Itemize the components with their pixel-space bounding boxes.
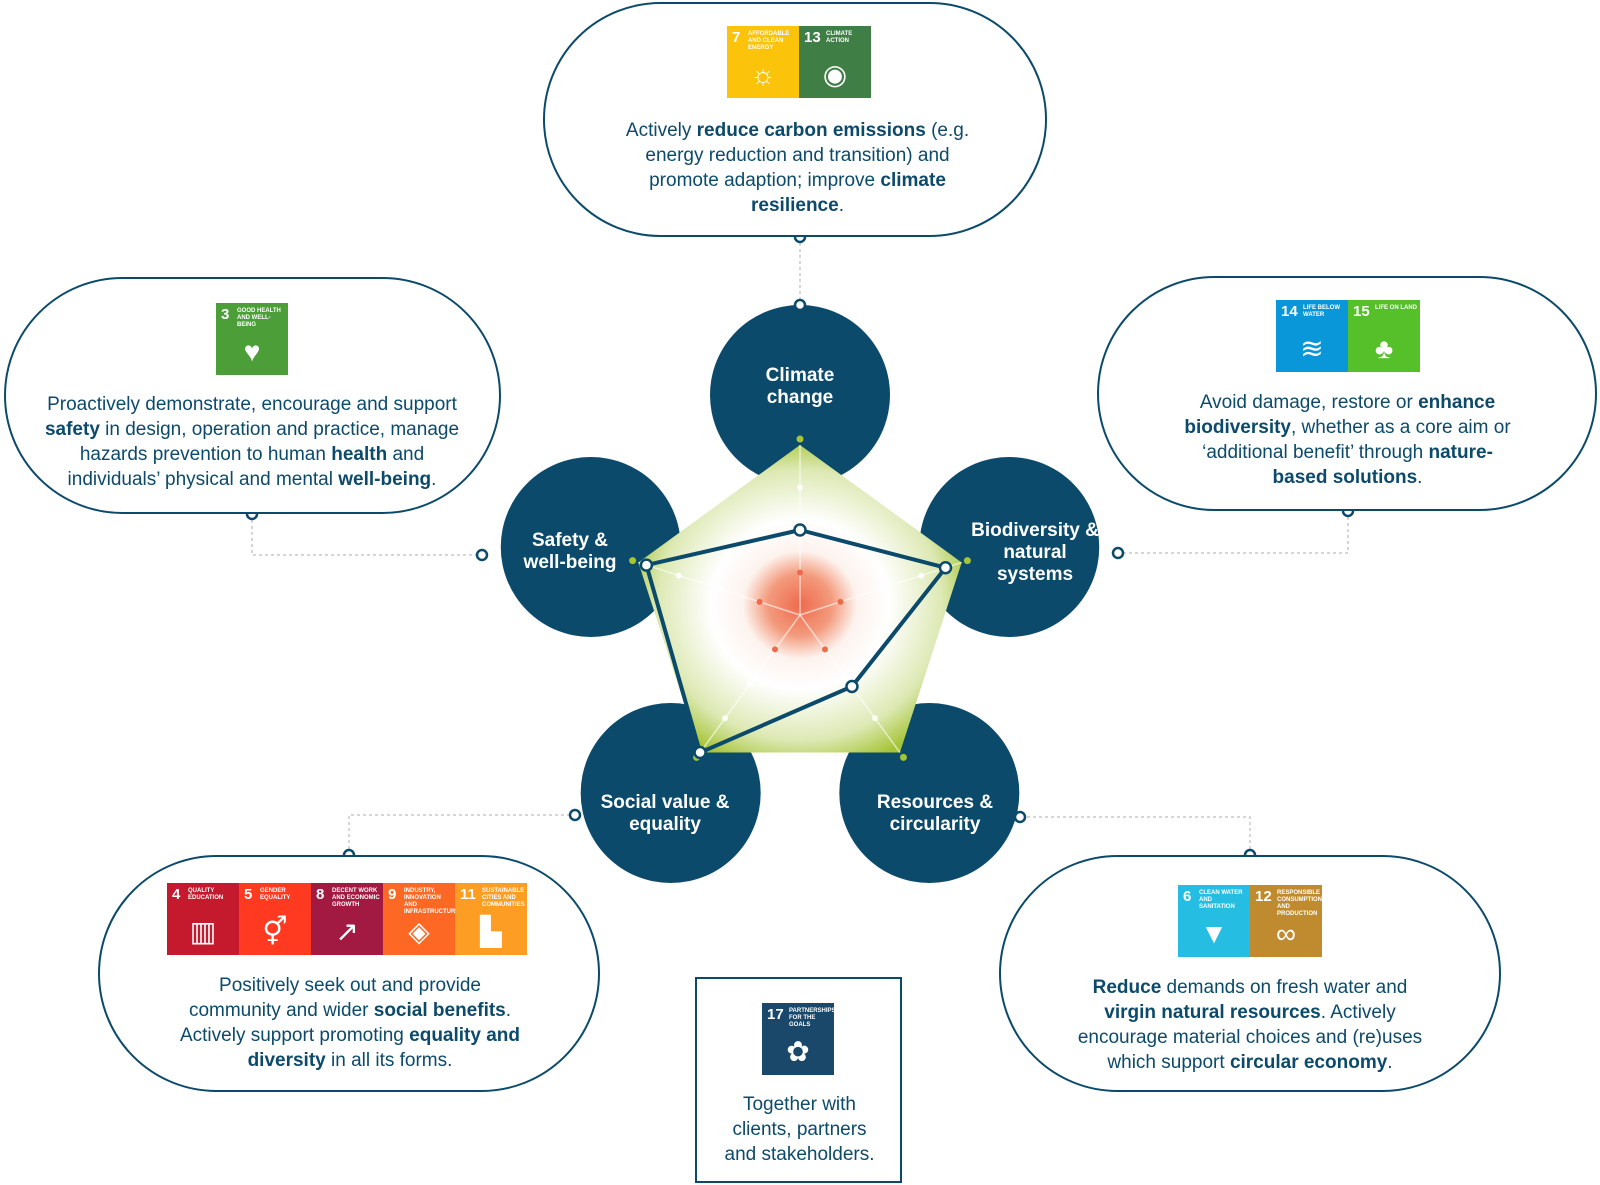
sdg-6-tile: 6 Clean water and sanitation ▼ bbox=[1178, 885, 1250, 957]
dimension-circle-safety bbox=[500, 457, 681, 638]
biodiversity-text: Avoid damage, restore or enhance biodive… bbox=[1184, 392, 1511, 488]
radar-tick-dot bbox=[871, 715, 878, 722]
sdg-label: Affordable and clean energy bbox=[748, 31, 790, 51]
resources-sdg-row: 6 Clean water and sanitation ▼ 12 Responsibl… bbox=[1178, 885, 1322, 957]
radar-vertex-dot bbox=[629, 557, 637, 565]
radar-tick-dot bbox=[918, 572, 925, 579]
sdg-label: Climate action bbox=[826, 31, 853, 44]
sdg-number: 6 bbox=[1183, 888, 1192, 905]
sdg-number: 5 bbox=[244, 886, 253, 903]
partnership-sdg-row: 17 Partnerships for the goals ✿ bbox=[762, 1003, 834, 1075]
sdg-14-tile: 14 Life below water ≋ bbox=[1276, 300, 1348, 372]
radar-tick-dot bbox=[772, 646, 779, 653]
sdg-label: Gender equality bbox=[260, 888, 291, 901]
sdg-5-tile: 5 Gender equality ⚥ bbox=[239, 883, 311, 955]
gender-icon: ⚥ bbox=[262, 916, 288, 947]
sdg-7-tile: 7 Affordable and clean energy ☼ bbox=[727, 26, 799, 98]
climate-text: Actively reduce carbon emissions (e.g. e… bbox=[625, 120, 970, 216]
radar-point-safety bbox=[639, 558, 654, 572]
sdg-number: 9 bbox=[388, 886, 397, 903]
sdg-number: 8 bbox=[316, 886, 325, 903]
fish-icon: ≋ bbox=[1300, 333, 1324, 364]
eye-globe-icon: ◉ bbox=[822, 59, 848, 90]
sdg-number: 15 bbox=[1353, 303, 1370, 320]
sun-power-icon: ☼ bbox=[750, 59, 776, 90]
radar-tick-dot bbox=[675, 572, 682, 579]
sdg-label: Decent work and economic growth bbox=[332, 888, 380, 908]
climate-sdg-row: 7 Affordable and clean energy ☼ 13 Climate a… bbox=[727, 26, 871, 98]
radar-tick-dot bbox=[797, 569, 803, 576]
social-text: Positively seek out and provide communit… bbox=[179, 975, 521, 1071]
social-sdg-row: 4 Quality education ▥ 5 Gender equality ⚥ 8 Dec… bbox=[167, 883, 527, 955]
heartbeat-icon: ♥ bbox=[243, 336, 261, 367]
sdg-12-tile: 12 Responsible consumption and production… bbox=[1250, 885, 1322, 957]
sdg-number: 17 bbox=[767, 1006, 784, 1023]
radar-point-biodiversity bbox=[938, 560, 953, 575]
dimension-label-safety: Safety &well-being bbox=[523, 530, 617, 573]
safety-sdg-row: 3 Good health and well-being ♥ bbox=[216, 303, 288, 375]
radar-tick-dot bbox=[877, 585, 884, 592]
sdg-number: 7 bbox=[732, 29, 741, 46]
water-drop-icon: ▼ bbox=[1200, 918, 1228, 949]
tree-icon: ♣ bbox=[1374, 333, 1394, 364]
radar-value-polygon bbox=[644, 528, 948, 755]
dimension-circle-climate bbox=[710, 305, 890, 485]
radar-vertex-dot bbox=[796, 435, 804, 443]
sdg-number: 14 bbox=[1281, 303, 1298, 320]
dimension-label-social: Social value &equality bbox=[600, 792, 730, 835]
sdg-label: Sustainable cities and communities bbox=[482, 888, 525, 908]
radar-tick-dot bbox=[821, 646, 828, 653]
cubes-icon: ◈ bbox=[408, 916, 430, 947]
sdg-label: Good health and well-being bbox=[237, 308, 281, 328]
radar-point-social bbox=[693, 745, 707, 760]
dimension-circle-biodiversity bbox=[919, 457, 1100, 638]
sdg-label: Clean water and sanitation bbox=[1199, 890, 1243, 910]
sdg-11-tile: 11 Sustainable cities and communities ▙ bbox=[455, 883, 527, 955]
flower-rings-icon: ✿ bbox=[786, 1036, 810, 1067]
sdg-label: Partnerships for the goals bbox=[789, 1008, 834, 1028]
radar-value-points bbox=[639, 523, 953, 760]
radar-point-climate bbox=[793, 523, 807, 537]
sdg-label: Life below water bbox=[1303, 305, 1340, 318]
sdg-number: 3 bbox=[221, 306, 230, 323]
sdg-number: 12 bbox=[1255, 888, 1272, 905]
sdg-label: Quality education bbox=[188, 888, 224, 901]
sdg-17-tile: 17 Partnerships for the goals ✿ bbox=[762, 1003, 834, 1075]
sdg-number: 4 bbox=[172, 886, 181, 903]
radar-tick-dot bbox=[716, 585, 723, 592]
radar-tick-dot bbox=[722, 715, 729, 722]
partnership-text: Together with clients, partners and stak… bbox=[724, 1094, 875, 1165]
radar-tick-dot bbox=[747, 680, 754, 687]
sdg-8-tile: 8 Decent work and economic growth ↗ bbox=[311, 883, 383, 955]
radar-vertex-dot bbox=[899, 753, 907, 761]
sdg-number: 11 bbox=[460, 886, 476, 903]
dimension-label-resources: Resources &circularity bbox=[876, 792, 994, 835]
sdg-3-tile: 3 Good health and well-being ♥ bbox=[216, 303, 288, 375]
sdg-4-tile: 4 Quality education ▥ bbox=[167, 883, 239, 955]
connector-dots bbox=[245, 230, 1355, 862]
safety-text: Proactively demonstrate, encourage and s… bbox=[44, 394, 460, 490]
radar-tick-dot bbox=[797, 484, 803, 491]
city-icon: ▙ bbox=[480, 916, 502, 947]
resources-text: Reduce demands on fresh water and virgin… bbox=[1077, 977, 1423, 1073]
radar-tick-dot bbox=[756, 598, 763, 605]
infinity-icon: ∞ bbox=[1276, 918, 1296, 949]
growth-chart-icon: ↗ bbox=[335, 916, 359, 947]
sdg-9-tile: 9 Industry, innovation and infrastructure… bbox=[383, 883, 455, 955]
sdg-number: 13 bbox=[804, 29, 821, 46]
sdg-label: Industry, innovation and infrastructure bbox=[404, 888, 455, 915]
radar-tick-dot bbox=[837, 598, 844, 605]
connector-lines bbox=[251, 237, 1349, 855]
radar-point-resources bbox=[845, 679, 859, 694]
book-icon: ▥ bbox=[189, 916, 217, 947]
radar-vertex-dot bbox=[963, 557, 971, 565]
sdg-label: Responsible consumption and production bbox=[1277, 890, 1322, 917]
sdg-13-tile: 13 Climate action ◉ bbox=[799, 26, 871, 98]
